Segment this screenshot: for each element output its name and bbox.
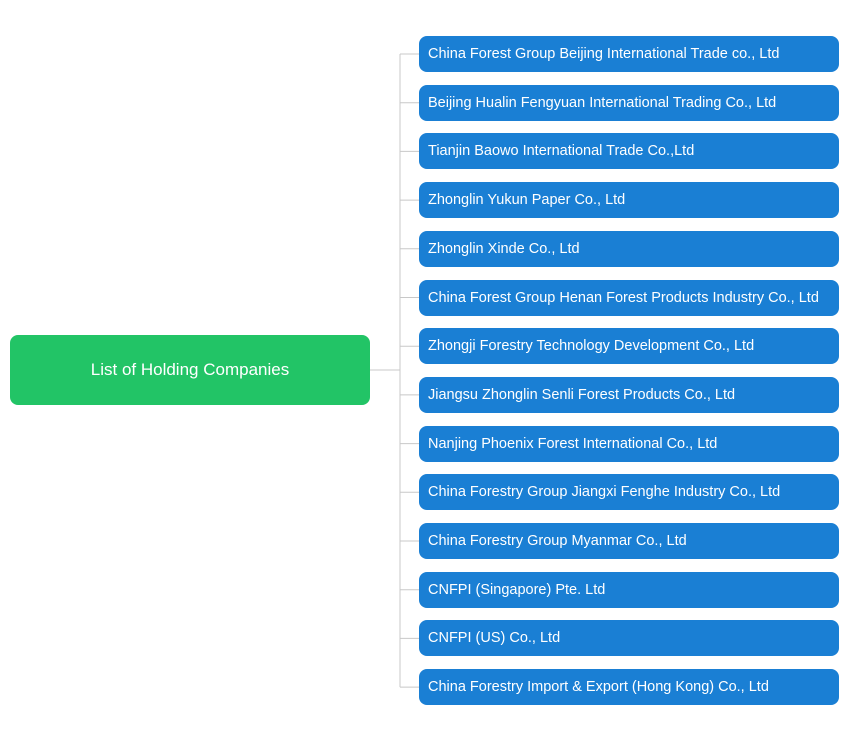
child-node-label: Jiangsu Zhonglin Senli Forest Products C…: [428, 386, 736, 403]
child-node-label: Zhonglin Xinde Co., Ltd: [428, 240, 580, 257]
child-node: Zhongji Forestry Technology Development …: [419, 328, 839, 365]
child-node: Zhonglin Xinde Co., Ltd: [419, 230, 839, 267]
child-node-label: Zhongji Forestry Technology Development …: [428, 338, 755, 355]
child-node: CNFPI (US) Co., Ltd: [419, 620, 839, 657]
child-node-label: Tianjin Baowo International Trade Co.,Lt…: [428, 143, 695, 160]
child-node: China Forestry Import & Export (Hong Kon…: [419, 669, 839, 706]
child-node: Zhonglin Yukun Paper Co., Ltd: [419, 182, 839, 219]
child-node-label: Nanjing Phoenix Forest International Co.…: [428, 435, 718, 452]
root-node-label: List of Holding Companies: [90, 360, 290, 379]
child-node: China Forest Group Henan Forest Products…: [419, 279, 839, 316]
child-node: Tianjin Baowo International Trade Co.,Lt…: [419, 133, 839, 170]
child-node-label: China Forest Group Henan Forest Products…: [428, 289, 819, 306]
child-node-label: CNFPI (US) Co., Ltd: [428, 630, 561, 647]
child-node-label: Zhonglin Yukun Paper Co., Ltd: [428, 192, 626, 209]
child-node: Jiangsu Zhonglin Senli Forest Products C…: [419, 376, 839, 413]
child-node-label: China Forestry Import & Export (Hong Kon…: [428, 679, 769, 696]
child-node-label: China Forestry Group Myanmar Co., Ltd: [428, 533, 687, 549]
child-node: China Forestry Group Myanmar Co., Ltd: [419, 523, 839, 559]
child-node: China Forestry Group Jiangxi Fenghe Indu…: [419, 474, 839, 511]
root-node-holding-companies: List of Holding Companies: [10, 335, 370, 405]
child-node-label: China Forestry Group Jiangxi Fenghe Indu…: [428, 484, 781, 501]
child-node: Beijing Hualin Fengyuan International Tr…: [419, 84, 839, 121]
child-node: Nanjing Phoenix Forest International Co.…: [419, 425, 839, 462]
child-node-label: China Forest Group Beijing International…: [428, 46, 780, 62]
child-node: China Forest Group Beijing International…: [419, 36, 839, 72]
child-node-label: Beijing Hualin Fengyuan International Tr…: [428, 94, 777, 111]
child-node: CNFPI (Singapore) Pte. Ltd: [419, 571, 839, 608]
child-node-label: CNFPI (Singapore) Pte. Ltd: [428, 581, 606, 598]
